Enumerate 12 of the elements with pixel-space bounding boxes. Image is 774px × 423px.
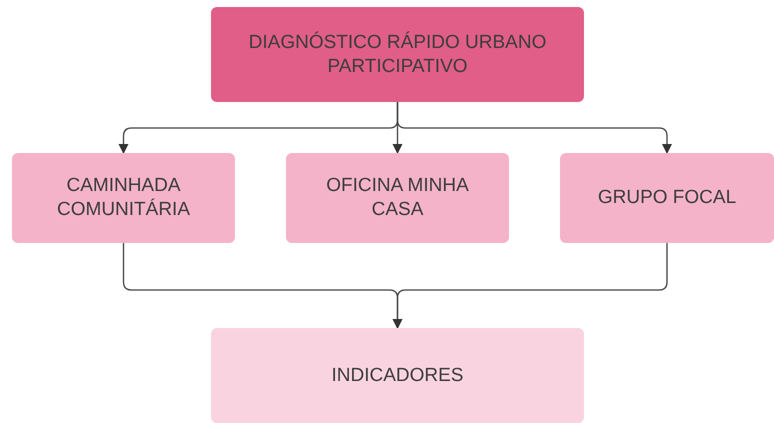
box-label: DIAGNÓSTICO RÁPIDO URBANO PARTICIPATIVO <box>248 30 548 78</box>
box-label: INDICADORES <box>332 364 464 388</box>
arrow <box>396 102 672 154</box>
box-label: OFICINA MINHA CASA <box>325 174 470 222</box>
box-label: CAMINHADA COMUNITÁRIA <box>56 174 191 222</box>
process-box <box>211 7 584 102</box>
process-box <box>211 328 584 423</box>
process-box <box>560 153 774 243</box>
process-box <box>286 153 509 243</box>
box-label: GRUPO FOCAL <box>598 186 736 210</box>
process-box <box>12 153 235 243</box>
arrow <box>392 243 668 329</box>
